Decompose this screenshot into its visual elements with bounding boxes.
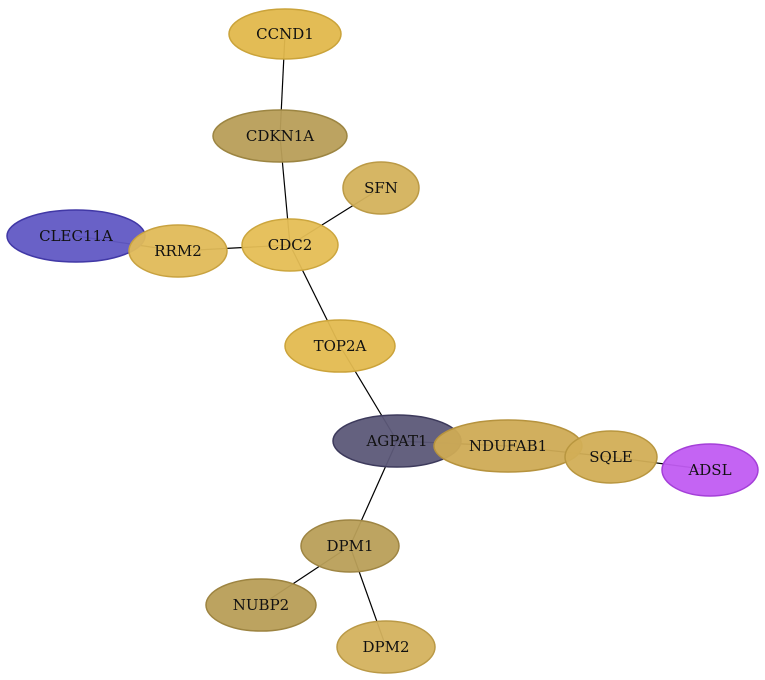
- node-nubp2[interactable]: NUBP2: [205, 578, 317, 632]
- node-dpm1[interactable]: DPM1: [300, 519, 400, 573]
- node-label: SQLE: [589, 448, 632, 466]
- node-dpm2[interactable]: DPM2: [336, 620, 436, 674]
- node-ndufab1[interactable]: NDUFAB1: [433, 419, 583, 473]
- node-ellipse: [661, 443, 759, 497]
- node-sqle[interactable]: SQLE: [564, 430, 658, 484]
- node-label: CDKN1A: [246, 127, 314, 145]
- node-label: ADSL: [687, 461, 731, 479]
- node-label: RRM2: [154, 242, 202, 260]
- node-ellipse: [564, 430, 658, 484]
- node-label: SFN: [364, 179, 398, 197]
- node-ellipse: [300, 519, 400, 573]
- node-label: CCND1: [256, 25, 314, 43]
- node-ellipse: [212, 109, 348, 163]
- node-clec11a[interactable]: CLEC11A: [6, 209, 146, 263]
- node-agpat1[interactable]: AGPAT1: [332, 414, 462, 468]
- node-ellipse: [128, 224, 228, 278]
- node-label: CLEC11A: [39, 227, 113, 245]
- node-ellipse: [228, 8, 342, 60]
- node-label: DPM2: [362, 638, 409, 656]
- node-ellipse: [342, 161, 420, 215]
- node-ccnd1[interactable]: CCND1: [228, 8, 342, 60]
- node-label: AGPAT1: [365, 432, 427, 450]
- node-label: NDUFAB1: [469, 437, 547, 455]
- node-top2a[interactable]: TOP2A: [284, 319, 396, 373]
- node-label: DPM1: [326, 537, 373, 555]
- node-cdc2[interactable]: CDC2: [241, 218, 339, 272]
- node-label: CDC2: [268, 236, 313, 254]
- node-ellipse: [205, 578, 317, 632]
- node-ellipse: [284, 319, 396, 373]
- node-label: TOP2A: [314, 337, 367, 355]
- node-sfn[interactable]: SFN: [342, 161, 420, 215]
- node-label: NUBP2: [233, 596, 289, 614]
- node-ellipse: [241, 218, 339, 272]
- node-rrm2[interactable]: RRM2: [128, 224, 228, 278]
- node-adsl[interactable]: ADSL: [661, 443, 759, 497]
- node-cdkn1a[interactable]: CDKN1A: [212, 109, 348, 163]
- node-ellipse: [336, 620, 436, 674]
